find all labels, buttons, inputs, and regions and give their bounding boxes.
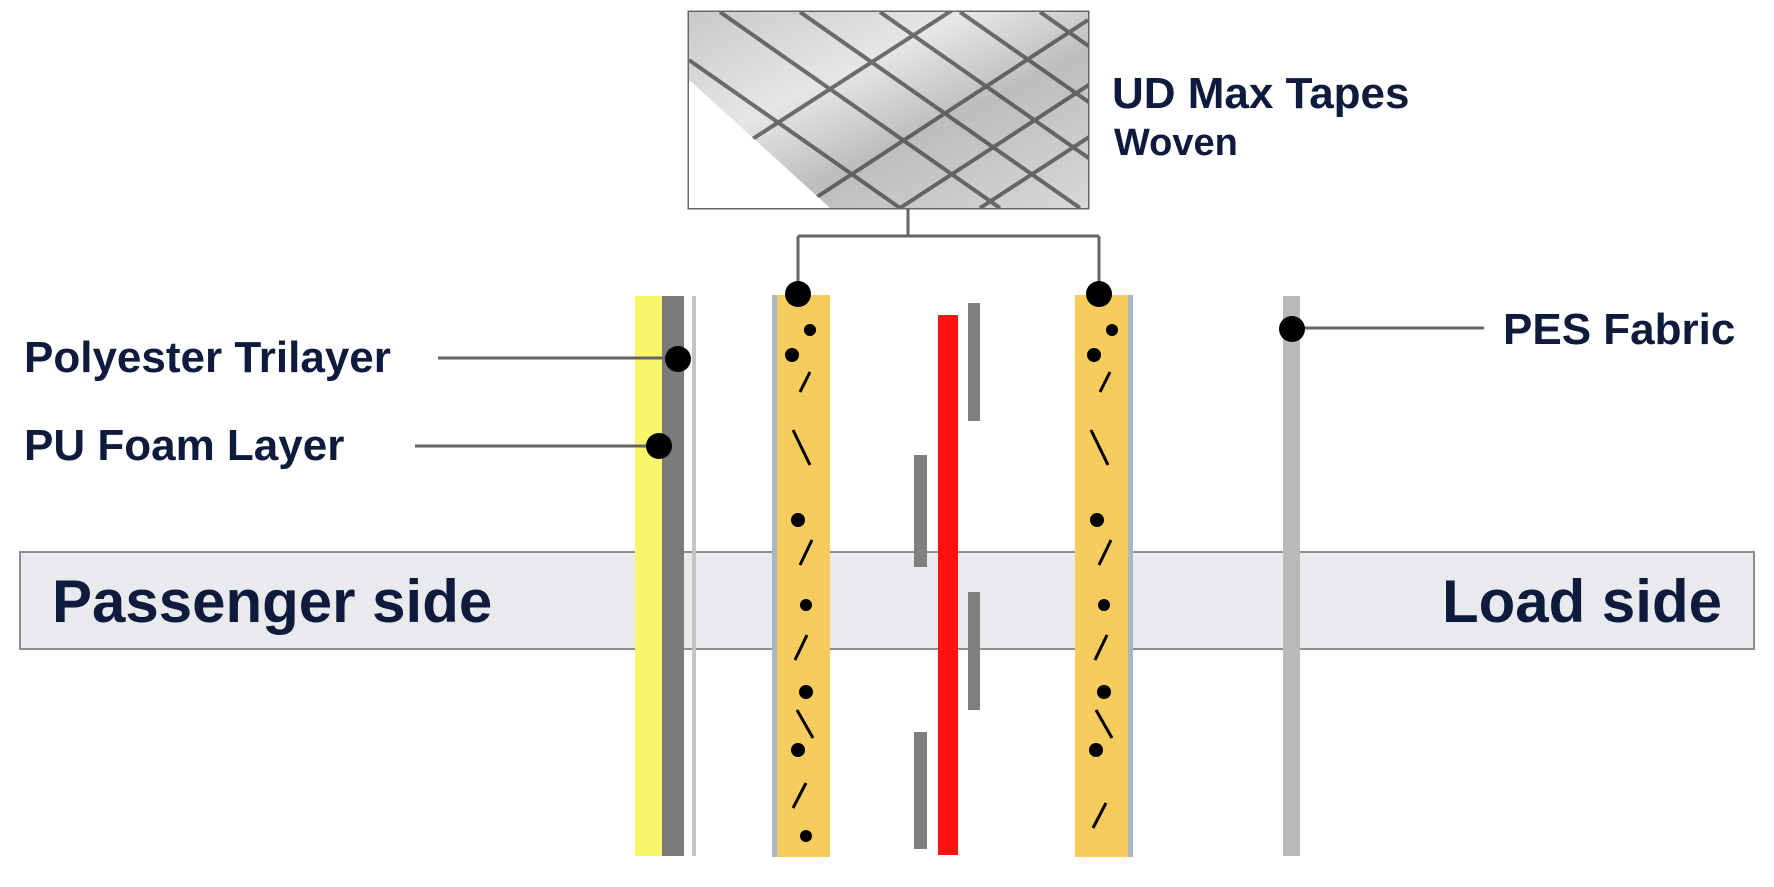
polyester-trilayer	[662, 296, 684, 856]
dot-foam	[646, 433, 672, 459]
pu-foam-layer	[635, 296, 662, 856]
tape-1-fibers	[785, 324, 816, 842]
red-layer	[938, 315, 958, 855]
dot-trilayer	[665, 346, 691, 372]
tape-2-fibers	[1087, 324, 1118, 757]
pu-foam-layer-label: PU Foam Layer	[24, 421, 344, 470]
load-side-label: Load side	[1442, 568, 1722, 635]
dot-pes	[1279, 316, 1305, 342]
dot-tape-1	[785, 281, 811, 307]
woven-tape-texture-icon	[687, 10, 1090, 210]
ud-tape-layer-2	[1075, 295, 1133, 857]
pes-fabric-label: PES Fabric	[1503, 305, 1735, 354]
ud-max-tapes-label: UD Max Tapes	[1112, 69, 1410, 118]
tape-bracket	[796, 208, 1101, 292]
leader-lines	[415, 326, 1484, 448]
woven-label: Woven	[1114, 122, 1238, 164]
dot-tape-2	[1086, 281, 1112, 307]
pes-fabric-layer	[1283, 296, 1300, 856]
gray-strips	[914, 303, 980, 849]
marker-dots	[646, 281, 1305, 459]
polyester-trilayer-label: Polyester Trilayer	[24, 333, 391, 382]
side-band	[19, 551, 1755, 650]
trilayer-thin-film	[692, 296, 696, 856]
ud-tape-layer-1	[772, 295, 830, 857]
weave-lines	[689, 12, 1088, 208]
passenger-side-label: Passenger side	[52, 568, 492, 635]
